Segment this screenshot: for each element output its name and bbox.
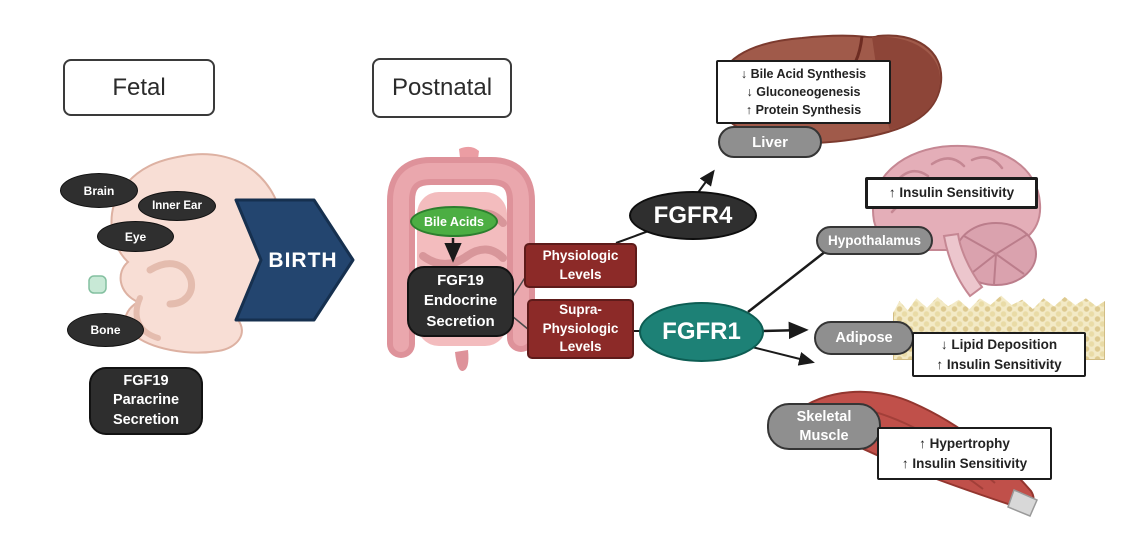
fgfr1-receptor-node: FGFR1 [639,302,764,362]
physiologic-levels-node: Physiologic Levels [524,243,637,288]
fetal-organ-eye: Eye [97,221,174,252]
liver-effect-line: ↑ Protein Synthesis [745,103,862,118]
adipose-organ-pill: Adipose [814,321,914,355]
skeletal-muscle-effects-box: ↑ Hypertrophy ↑ Insulin Sensitivity [877,427,1052,480]
adipose-effect-line: ↓ Lipid Deposition [940,336,1058,352]
liver-effects-box: ↓ Bile Acid Synthesis ↓ Gluconeogenesis … [716,60,891,124]
bile-acids-node: Bile Acids [410,206,498,237]
supra-physiologic-levels-node: Supra- Physiologic Levels [527,299,634,359]
birth-chevron [234,198,355,322]
hypothalamus-effects-box: ↑ Insulin Sensitivity [865,177,1038,209]
adipose-effects-box: ↓ Lipid Deposition ↑ Insulin Sensitivity [912,332,1086,377]
skeletal-muscle-organ-pill: Skeletal Muscle [767,403,881,450]
birth-label: BIRTH [268,249,338,272]
liver-organ-pill: Liver [718,126,822,158]
fgfr4-receptor-node: FGFR4 [629,191,757,240]
fgf19-paracrine-secretion-node: FGF19 Paracrine Secretion [89,367,203,435]
liver-effect-line: ↓ Gluconeogenesis [746,84,861,99]
fetal-stage-title: Fetal [63,59,215,116]
fetal-organ-bone: Bone [67,313,144,347]
fetal-organ-brain: Brain [60,173,138,208]
hypothalamus-organ-pill: Hypothalamus [816,226,933,255]
liver-effect-line: ↓ Bile Acid Synthesis [740,66,867,81]
skeletal-muscle-effect-line: ↑ Insulin Sensitivity [901,455,1028,471]
skeletal-muscle-effect-line: ↑ Hypertrophy [919,435,1010,451]
hypothalamus-effect-line: ↑ Insulin Sensitivity [888,185,1015,201]
postnatal-stage-title: Postnatal [372,58,512,118]
fetal-organ-inner-ear: Inner Ear [138,191,216,221]
fgf19-endocrine-secretion-node: FGF19 Endocrine Secretion [407,266,514,337]
adipose-effect-line: ↑ Insulin Sensitivity [936,356,1062,372]
